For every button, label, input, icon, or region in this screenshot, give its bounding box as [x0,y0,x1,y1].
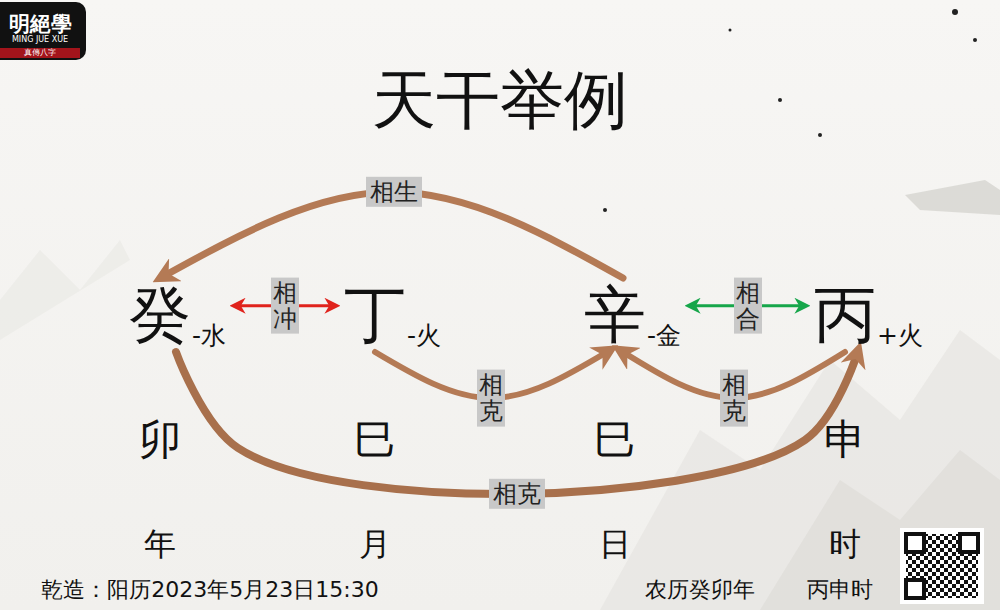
logo-band [0,48,80,58]
connectors [164,192,857,494]
heavenly-stem: 辛-金 [584,284,681,346]
heavenly-stem: 丁-火 [344,284,441,346]
branch-char: 申 [824,417,866,463]
heavenly-stem: 癸-水 [129,284,226,346]
element-polarity: +火 [877,323,923,348]
qr-finder [906,580,924,598]
stem-char: 辛 [584,284,646,346]
element-polarity: -金 [647,323,681,348]
qr-code [900,528,984,604]
relation-label: 相合 [734,277,762,334]
stem-char: 丙 [814,284,876,346]
lunar-hour: 丙申时 [807,578,873,602]
branch-char: 巳 [354,417,396,463]
stem-char: 丁 [344,284,406,346]
pillar-name: 日 [599,527,631,562]
relation-label: 相克 [489,479,545,509]
ink-dot [603,208,607,212]
logo-text: 明絕學 [9,12,72,35]
mountain [600,330,1000,610]
mountain [760,450,1000,610]
solar-date: 乾造：阳历2023年5月23日15:30 [41,578,378,602]
logo [0,2,86,60]
ink-dot [818,133,822,137]
ink-dot [973,38,977,42]
pillar-name: 时 [829,527,861,562]
diagram-title: 天干举例 [372,65,628,135]
relation-label: 相克 [720,370,748,427]
qr-body [906,534,978,598]
logo-tagline: 真傳八字 [24,49,56,58]
qr-frame [900,528,984,604]
branch-char: 巳 [594,417,636,463]
qr-finder [906,534,924,552]
ink-dot [952,9,958,15]
relation-label: 相生 [366,177,422,207]
ink-dots [603,9,977,212]
relation-label: 相冲 [271,277,299,334]
qr-finder [960,534,978,552]
lunar-date: 农历癸卯年 [645,578,755,602]
heavenly-stem: 丙+火 [814,284,923,346]
relation-arc [176,352,857,494]
pillar-name: 月 [359,527,391,562]
pillar-name: 年 [144,527,176,562]
stem-char: 癸 [129,284,191,346]
ink-mountains [0,180,1000,610]
relation-label: 相克 [477,370,505,427]
element-polarity: -水 [192,323,226,348]
element-polarity: -火 [407,323,441,348]
ink-dot [778,98,782,102]
logo-plate [0,2,86,60]
branch-char: 卯 [139,417,181,463]
pavilion [905,180,1000,215]
mountain [0,240,130,340]
logo-subtitle: MING JUE XUE [12,36,68,45]
ink-dot [729,29,732,32]
